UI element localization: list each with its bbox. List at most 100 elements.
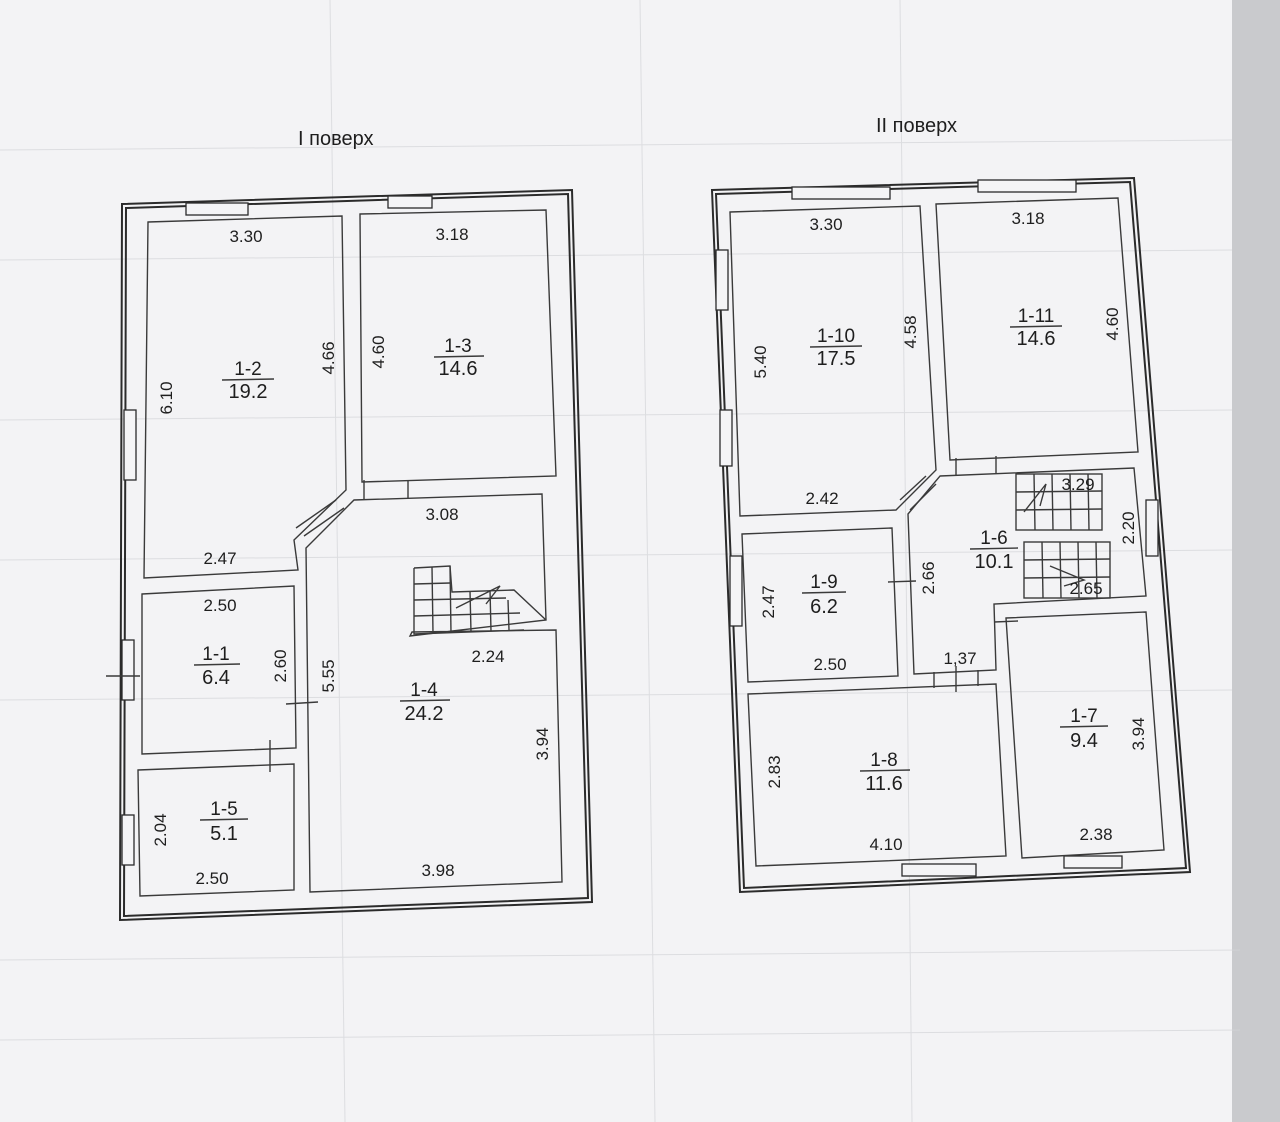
dimension-label: 2.42 bbox=[805, 489, 838, 508]
room-1-6-label-line bbox=[969, 547, 1019, 550]
room-1-7-area: 9.4 bbox=[1070, 730, 1098, 752]
dimension-label: 4.66 bbox=[319, 341, 338, 374]
room-1-5-id: 1-5 bbox=[210, 799, 237, 820]
floor2-title: II поверх bbox=[876, 115, 957, 137]
window bbox=[1063, 855, 1123, 869]
dimension-label: 2.83 bbox=[765, 755, 784, 788]
dimension-label: 2.47 bbox=[759, 585, 778, 618]
room-1-10-id: 1-10 bbox=[817, 326, 855, 347]
room-1-6-area: 10.1 bbox=[975, 551, 1014, 573]
room-1-8-label-line bbox=[859, 769, 911, 772]
room-1-3-area: 14.6 bbox=[439, 358, 478, 380]
floor1-title: I поверх bbox=[298, 128, 374, 150]
dimension-label: 6.10 bbox=[157, 381, 176, 414]
door bbox=[295, 499, 337, 529]
window bbox=[729, 555, 743, 627]
room-1-8-outline bbox=[747, 683, 1007, 867]
room-1-2-id: 1-2 bbox=[234, 359, 261, 380]
room-1-6-id: 1-6 bbox=[980, 528, 1007, 549]
window bbox=[1145, 499, 1159, 557]
room-1-5-label-line bbox=[199, 818, 249, 821]
room-1-10-outline bbox=[729, 205, 937, 517]
window bbox=[719, 409, 733, 467]
window bbox=[185, 202, 249, 216]
room-1-7-id: 1-7 bbox=[1070, 706, 1097, 727]
dimension-label: 2.04 bbox=[151, 813, 170, 846]
dimension-label: 4.58 bbox=[901, 315, 920, 348]
dimension-label: 1,37 bbox=[943, 649, 976, 668]
window bbox=[715, 249, 729, 311]
background-grid bbox=[0, 0, 1240, 1122]
dimension-label: 3.94 bbox=[1129, 717, 1148, 750]
window bbox=[121, 814, 135, 866]
window bbox=[121, 639, 135, 701]
room-1-5-area: 5.1 bbox=[210, 823, 238, 845]
dimension-label: 2.47 bbox=[203, 549, 236, 568]
room-1-9-outline bbox=[741, 527, 899, 683]
dimension-label: 5.55 bbox=[319, 659, 338, 692]
room-1-11-area: 14.6 bbox=[1017, 328, 1056, 350]
room-1-9-area: 6.2 bbox=[810, 596, 838, 618]
room-1-10-label-line bbox=[809, 345, 863, 348]
dimension-label: 2.20 bbox=[1119, 511, 1138, 544]
window bbox=[387, 195, 433, 209]
room-1-4-outline bbox=[305, 493, 563, 893]
floor1-plan: I поверх bbox=[106, 128, 594, 922]
room-1-4-id: 1-4 bbox=[410, 680, 438, 701]
room-1-3-label-line bbox=[433, 355, 485, 358]
room-1-2-label-line bbox=[221, 378, 275, 381]
room-1-3-id: 1-3 bbox=[444, 336, 471, 357]
dimension-label: 4.60 bbox=[369, 335, 388, 368]
door bbox=[993, 620, 1019, 623]
room-1-10-area: 17.5 bbox=[817, 348, 856, 370]
window bbox=[123, 409, 137, 481]
room-1-2-outline bbox=[143, 215, 347, 579]
room-1-11-label-line bbox=[1009, 325, 1063, 328]
dimension-label: 4.10 bbox=[869, 835, 902, 854]
dimension-label: 3.18 bbox=[1011, 209, 1044, 228]
dimension-label: 2.60 bbox=[271, 649, 290, 682]
dimension-label: 3.30 bbox=[229, 227, 262, 246]
room-1-11-outline bbox=[935, 197, 1139, 461]
paper-edge-shadow bbox=[1232, 0, 1280, 1122]
door bbox=[303, 507, 345, 537]
room-1-9-id: 1-9 bbox=[810, 572, 837, 593]
dimension-label: 2.24 bbox=[471, 647, 504, 666]
dimension-label: 5.40 bbox=[751, 345, 770, 378]
dimension-label: 3.29 bbox=[1061, 475, 1094, 494]
room-1-4-label-line bbox=[399, 699, 451, 702]
room-1-1-id: 1-1 bbox=[202, 644, 229, 665]
staircase-floor2 bbox=[1015, 473, 1111, 599]
dimension-label: 3.18 bbox=[435, 225, 468, 244]
room-1-8-area: 11.6 bbox=[865, 773, 902, 795]
door bbox=[887, 580, 917, 583]
room-1-8-id: 1-8 bbox=[870, 750, 897, 771]
room-1-1-outline bbox=[141, 585, 297, 755]
window bbox=[977, 179, 1077, 193]
dimension-label: 3.98 bbox=[421, 861, 454, 880]
door bbox=[909, 483, 937, 511]
room-1-2-area: 19.2 bbox=[229, 381, 268, 403]
dimension-label: 3.08 bbox=[425, 505, 458, 524]
room-1-6-outline bbox=[907, 467, 1147, 675]
dimension-label: 3.30 bbox=[809, 215, 842, 234]
room-1-4-area: 24.2 bbox=[405, 703, 444, 725]
dimension-label: 3.94 bbox=[533, 727, 552, 760]
room-1-3-outline bbox=[359, 209, 557, 483]
staircase-floor1 bbox=[413, 565, 547, 635]
dimension-label: 2.66 bbox=[919, 561, 938, 594]
dimension-label: 2.38 bbox=[1079, 825, 1112, 844]
floor2-plan: II поверх bbox=[710, 115, 1192, 894]
door bbox=[899, 475, 927, 501]
room-1-7-outline bbox=[1005, 611, 1165, 859]
room-1-1-area: 6.4 bbox=[202, 667, 230, 689]
dimension-label: 4.60 bbox=[1103, 307, 1122, 340]
door bbox=[285, 701, 319, 705]
room-1-1-label-line bbox=[193, 663, 241, 666]
dimension-label: 2.65 bbox=[1069, 579, 1102, 598]
floor1-outer-wall bbox=[118, 188, 594, 922]
dimension-label: 2.50 bbox=[813, 655, 846, 674]
room-1-7-label-line bbox=[1059, 725, 1109, 728]
